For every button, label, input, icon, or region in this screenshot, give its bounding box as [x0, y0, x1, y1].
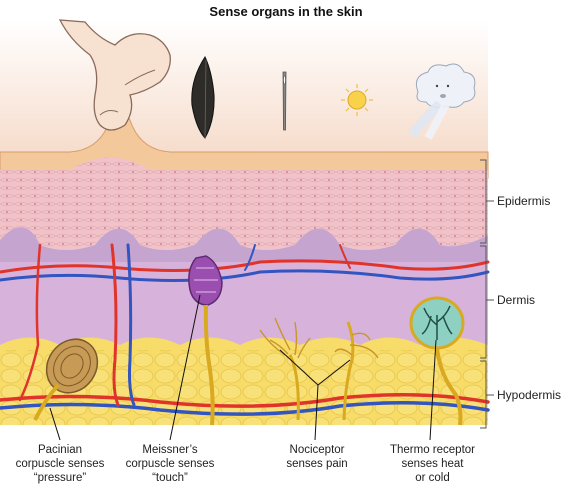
caption-line: “pressure”	[33, 472, 87, 484]
hand-icon	[58, 19, 171, 131]
caption-line: Thermo receptor	[389, 444, 475, 456]
caption-line: corpuscle senses	[125, 458, 215, 470]
cold-wind-icon	[408, 63, 476, 140]
blood-vessels	[0, 243, 490, 416]
pacinian-caption: Pacinian corpuscle senses “pressure”	[0, 443, 120, 485]
caption-line: Nociceptor	[289, 444, 345, 456]
nociceptor-caption: Nociceptor senses pain	[262, 443, 372, 471]
thermo-receptor	[409, 296, 465, 426]
meissner-corpuscle	[188, 255, 223, 426]
caption-line: senses pain	[286, 458, 348, 470]
caption-line: corpuscle senses	[15, 458, 105, 470]
feather-icon	[191, 55, 215, 139]
pacinian-corpuscle	[33, 338, 99, 421]
hypodermis-label: Hypodermis	[497, 388, 562, 402]
caption-line: “touch”	[152, 472, 188, 484]
layer-brackets	[480, 159, 494, 429]
caption-line: senses heat	[401, 458, 464, 470]
diagram-title: Sense organs in the skin	[209, 4, 363, 19]
epidermis-label: Epidermis	[497, 194, 551, 208]
nociceptor	[259, 317, 379, 421]
thermo-caption: Thermo receptor senses heat or cold	[375, 443, 490, 485]
caption-line: or cold	[415, 472, 450, 484]
pointer-lines	[49, 294, 437, 441]
dermis-label: Dermis	[497, 293, 535, 307]
caption-line: Pacinian	[37, 444, 83, 456]
sun-icon	[341, 84, 373, 116]
needle-icon	[282, 71, 287, 131]
caption-line: Meissner’s	[142, 444, 198, 456]
meissner-caption: Meissner’s corpuscle senses “touch”	[110, 443, 230, 485]
